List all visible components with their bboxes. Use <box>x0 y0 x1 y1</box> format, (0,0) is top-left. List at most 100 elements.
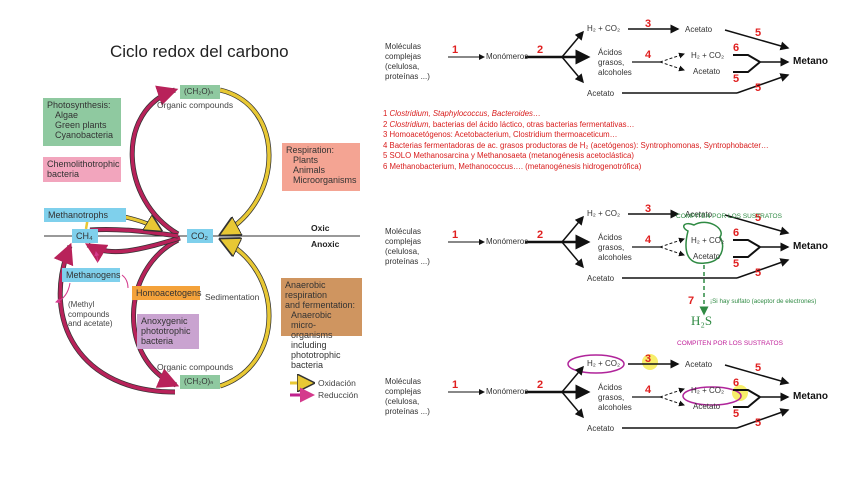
anaerobic-item: organisms including <box>291 330 333 350</box>
inner-acetate-label: Acetato <box>693 402 721 411</box>
organism-note: 5 SOLO Methanosarcina y Methanosaeta (me… <box>383 151 634 160</box>
methyl-line: (Methyl <box>68 300 95 309</box>
merge-arrows <box>733 239 761 258</box>
step-number-3: 3 <box>645 18 652 30</box>
split-to-acetate <box>659 396 685 407</box>
branch-up-arrow <box>561 365 584 393</box>
complex-molecules-line: Moléculas <box>385 42 422 51</box>
note-text: SOLO Methanosarcina y Methanosaeta (meta… <box>389 151 634 160</box>
photosynthesis-box: Photosynthesis: Algae Green plants Cyano… <box>43 98 121 146</box>
acids-label-line: Ácidos <box>598 48 623 57</box>
anoxygenic-box: Anoxygenic phototrophic bacteria <box>137 314 199 349</box>
organism-note: 2 Clostridium, bacterias del ácido lácti… <box>383 120 634 129</box>
monomers-label: Monómeros <box>486 237 529 246</box>
acids-label-line: alcoholes <box>598 403 632 412</box>
acids-label-line: grasos, <box>598 243 625 252</box>
acids-label-line: Ácidos <box>598 233 623 242</box>
acetate-bottom-label: Acetato <box>587 274 615 283</box>
h2co2-label: H₂ + CO₂ <box>587 24 621 33</box>
organism-note: 6 Methanobacterium, Methanococcus…. (met… <box>383 162 641 171</box>
upper-oxidation-arrow <box>220 88 271 234</box>
step-number-1: 1 <box>452 229 459 241</box>
methanogens-box: Methanogens <box>62 268 121 282</box>
step-number-5a: 5 <box>755 27 762 39</box>
complex-molecules-line: (celulosa, <box>385 247 420 256</box>
co2-box: CO₂ <box>187 229 213 243</box>
note-text: bacterias del ácido láctico, otras bacte… <box>430 119 635 129</box>
ch4-box: CH₄ <box>72 229 98 243</box>
note-number: 1 <box>383 109 390 118</box>
step-number-5c: 5 <box>755 417 762 429</box>
split-to-h2co2 <box>659 52 685 63</box>
bottom-compound-box: (CH₂O)ₙ <box>180 375 220 389</box>
split-to-h2co2 <box>659 387 685 398</box>
legend-oxidation-label: Oxidación <box>318 378 356 388</box>
methanotrophs-box: Methanotrophs <box>44 208 126 222</box>
complex-molecules-line: (celulosa, <box>385 62 420 71</box>
photosynthesis-heading: Photosynthesis: <box>47 100 111 110</box>
merge-arrows <box>733 389 761 408</box>
compete-label-magenta: COMPITEN POR LOS SUSTRATOS <box>677 340 783 347</box>
top-compound-box: (CH₂O)ₙ <box>180 85 220 99</box>
acetate-top-label: Acetato <box>685 25 713 34</box>
h2co2-circle <box>567 354 625 374</box>
methyl-line: compounds <box>68 309 110 319</box>
complex-molecules-line: complejas <box>385 387 422 396</box>
methyl-note: (Methyl compounds and acetate) <box>68 300 112 329</box>
acetate-top-label: Acetato <box>685 210 713 219</box>
complex-molecules-line: Moléculas <box>385 377 422 386</box>
lower-oxidation-arrow <box>220 240 271 388</box>
note-text: Bacterias fermentadoras de ac. grasos pr… <box>389 140 769 150</box>
step-number-1: 1 <box>452 44 459 56</box>
complex-molecules-line: proteínas ...) <box>385 407 430 416</box>
step-number-3: 3 <box>645 203 652 215</box>
inner-acetate-label: Acetato <box>693 67 721 76</box>
anaerobic-item: phototrophic bacteria <box>291 350 341 370</box>
respiration-item: Microorganisms <box>293 175 357 185</box>
arrow-step-5a <box>724 214 790 236</box>
step-number-5b: 5 <box>733 73 740 85</box>
step-number-4: 4 <box>645 49 652 61</box>
sedimentation-label: Sedimentation <box>205 292 260 302</box>
monomers-label: Monómeros <box>486 52 529 61</box>
step-number-7: 7 <box>688 295 695 307</box>
note-genera: Clostridium, <box>389 119 431 129</box>
respiration-item: Plants <box>293 155 319 165</box>
chemolithotrophic-line: bacteria <box>47 169 80 179</box>
note-number: 6 <box>383 161 390 171</box>
note-number: 2 <box>383 119 390 129</box>
step-number-5b: 5 <box>733 408 740 420</box>
step-number-5c: 5 <box>755 82 762 94</box>
h2co2-label: H₂ + CO₂ <box>587 209 621 218</box>
split-to-acetate <box>659 61 685 72</box>
merge-arrows <box>733 54 761 73</box>
split-to-acetate <box>659 246 685 257</box>
h2s-label: H₂S <box>691 313 713 328</box>
organism-note: 1 Clostridium, Staphylococcus, Bacteroid… <box>383 109 541 118</box>
inner-acetate-label: Acetato <box>693 252 721 261</box>
complex-molecules-line: proteínas ...) <box>385 72 430 81</box>
top-organic-label: Organic compounds <box>157 100 234 110</box>
arrow-step-5c-rise <box>736 408 790 429</box>
compete-label-green: COMPITEN POR LOS SUSTRATOS <box>676 213 782 220</box>
branch-down-arrow <box>561 56 584 84</box>
arrow-step-5c-rise <box>736 258 790 279</box>
chemolithotrophic-box: Chemolithotrophic bacteria <box>43 157 121 182</box>
step-number-2: 2 <box>537 44 544 56</box>
inner-h2co2-circle <box>682 386 742 406</box>
respiration-box: Respiration: Plants Animals Microorganis… <box>282 143 360 191</box>
sulfate-note: ¡Si hay sulfato (aceptor de electrones) <box>710 298 817 305</box>
acids-label-line: grasos, <box>598 58 625 67</box>
step-number-2: 2 <box>537 379 544 391</box>
diagram-title: Ciclo redox del carbono <box>110 42 289 61</box>
complex-molecules-line: proteínas ...) <box>385 257 430 266</box>
step-number-1: 1 <box>452 379 459 391</box>
branch-down-arrow <box>561 391 584 419</box>
photosynthesis-item: Green plants <box>55 120 107 130</box>
step-number-3: 3 <box>645 353 652 365</box>
acetate-bottom-label: Acetato <box>587 424 615 433</box>
anoxygenic-line: Anoxygenic <box>141 316 188 326</box>
complex-molecules-line: Moléculas <box>385 227 422 236</box>
acids-label-line: Ácidos <box>598 383 623 392</box>
